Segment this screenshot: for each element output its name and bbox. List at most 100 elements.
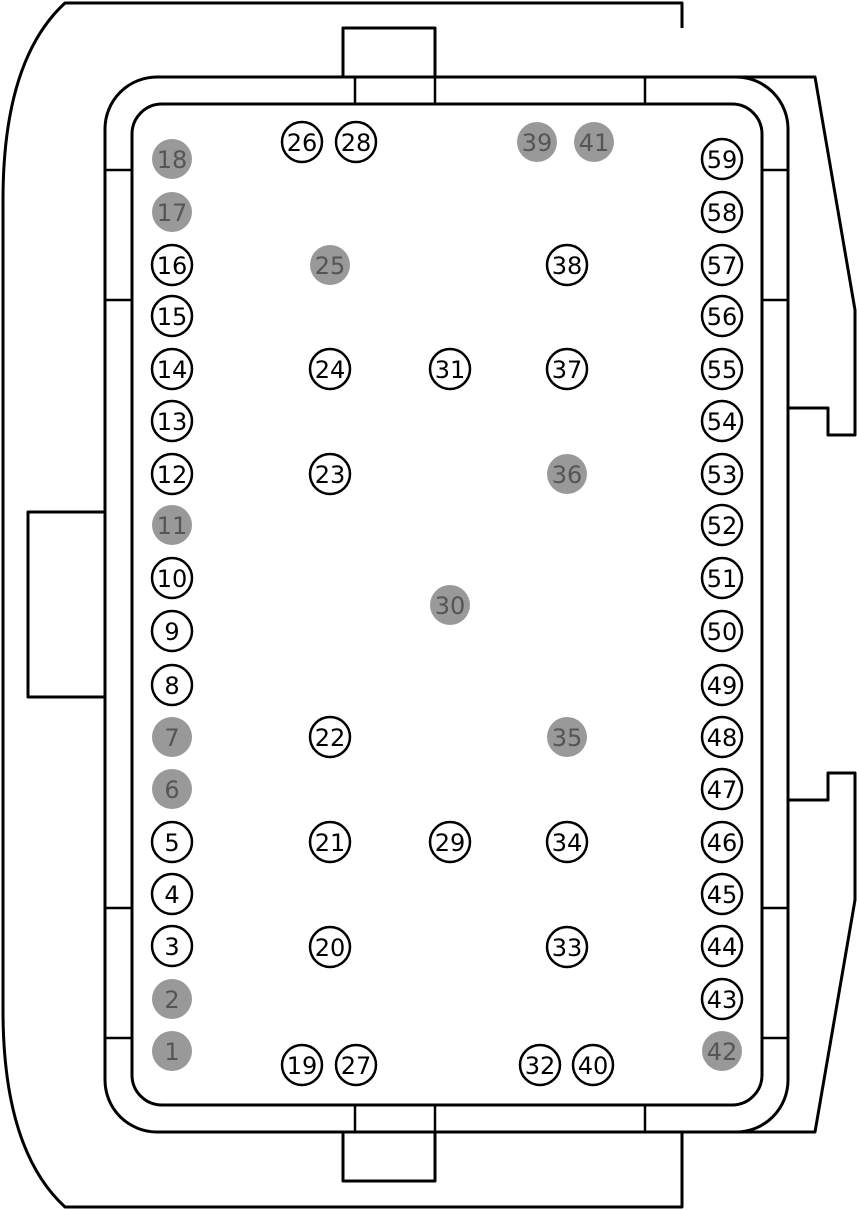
pin-circle <box>571 1043 615 1087</box>
pin-57: 57 <box>700 243 744 287</box>
pin-43: 43 <box>700 977 744 1021</box>
pin-32: 32 <box>518 1043 562 1087</box>
pin-label: 9 <box>164 618 179 646</box>
pin-label: 34 <box>552 829 583 857</box>
pin-38: 38 <box>545 243 589 287</box>
pin-39: 39 <box>517 122 557 162</box>
pin-label: 5 <box>164 829 179 857</box>
pin-53: 53 <box>700 452 744 496</box>
pin-label: 4 <box>164 881 179 909</box>
pin-circle <box>700 347 744 391</box>
pin-28: 28 <box>334 120 378 164</box>
pin-label: 21 <box>315 829 346 857</box>
pin-11: 11 <box>152 505 192 545</box>
pin-circle <box>700 767 744 811</box>
pin-label: 30 <box>435 592 466 620</box>
pin-label: 14 <box>157 356 188 384</box>
pin-label: 40 <box>578 1052 609 1080</box>
pin-label: 8 <box>164 672 179 700</box>
connector-face-outer <box>103 75 790 1134</box>
pin-59: 59 <box>700 137 744 181</box>
pin-circle <box>700 820 744 864</box>
pin-circle <box>428 820 472 864</box>
pin-circle <box>308 347 352 391</box>
pin-circle <box>700 503 744 547</box>
pin-label: 43 <box>707 986 738 1014</box>
pin-group: 1234567891011121314151617181920212223242… <box>150 120 744 1087</box>
pin-label: 6 <box>164 776 179 804</box>
pin-circle <box>700 977 744 1021</box>
pin-45: 45 <box>700 872 744 916</box>
pin-label: 56 <box>707 303 738 331</box>
pin-circle <box>308 452 352 496</box>
pin-label: 26 <box>287 129 318 157</box>
pin-circle <box>152 717 192 757</box>
pin-47: 47 <box>700 767 744 811</box>
pin-circle <box>545 243 589 287</box>
pin-label: 17 <box>157 199 188 227</box>
pin-circle <box>150 609 194 653</box>
pin-label: 19 <box>287 1052 318 1080</box>
bottom-polarization-key <box>341 1132 437 1183</box>
pin-13: 13 <box>150 399 194 443</box>
pin-circle <box>308 715 352 759</box>
pin-label: 48 <box>707 724 738 752</box>
pin-label: 12 <box>157 461 188 489</box>
pin-25: 25 <box>310 245 350 285</box>
pin-circle <box>700 715 744 759</box>
pin-label: 27 <box>341 1052 372 1080</box>
pin-circle <box>545 347 589 391</box>
pin-circle <box>150 452 194 496</box>
pin-label: 41 <box>579 129 610 157</box>
pin-label: 51 <box>707 565 738 593</box>
pin-36: 36 <box>547 454 587 494</box>
pin-label: 1 <box>164 1038 179 1066</box>
pin-circle <box>700 924 744 968</box>
pin-23: 23 <box>308 452 352 496</box>
pin-20: 20 <box>308 925 352 969</box>
pin-circle <box>334 1043 378 1087</box>
pin-label: 46 <box>707 829 738 857</box>
pin-label: 38 <box>552 252 583 280</box>
pin-label: 53 <box>707 461 738 489</box>
pin-label: 22 <box>315 724 346 752</box>
pin-label: 45 <box>707 881 738 909</box>
connector-housing-outline <box>1 1 684 1209</box>
pin-circle <box>547 717 587 757</box>
pin-label: 20 <box>315 934 346 962</box>
pin-40: 40 <box>571 1043 615 1087</box>
pin-circle <box>428 347 472 391</box>
pin-label: 58 <box>707 199 738 227</box>
pin-37: 37 <box>545 347 589 391</box>
pin-circle <box>700 556 744 600</box>
pin-27: 27 <box>334 1043 378 1087</box>
pin-58: 58 <box>700 190 744 234</box>
pin-46: 46 <box>700 820 744 864</box>
pin-circle <box>334 120 378 164</box>
pin-label: 28 <box>341 129 372 157</box>
pin-7: 7 <box>152 717 192 757</box>
pin-label: 55 <box>707 356 738 384</box>
pin-56: 56 <box>700 294 744 338</box>
pin-circle <box>280 1043 324 1087</box>
pin-label: 50 <box>707 618 738 646</box>
pin-label: 44 <box>707 933 738 961</box>
left-latch-tab <box>26 510 105 699</box>
frame-ribs <box>105 77 788 1132</box>
pin-label: 35 <box>552 724 583 752</box>
pin-label: 11 <box>157 512 188 540</box>
pin-circle <box>545 820 589 864</box>
pin-circle <box>150 347 194 391</box>
pin-55: 55 <box>700 347 744 391</box>
pin-circle <box>545 925 589 969</box>
pin-42: 42 <box>702 1031 742 1071</box>
pin-circle <box>700 399 744 443</box>
pin-circle <box>700 452 744 496</box>
pin-circle <box>517 122 557 162</box>
pin-10: 10 <box>150 556 194 600</box>
pin-35: 35 <box>547 717 587 757</box>
pin-label: 7 <box>164 724 179 752</box>
pin-48: 48 <box>700 715 744 759</box>
pin-22: 22 <box>308 715 352 759</box>
